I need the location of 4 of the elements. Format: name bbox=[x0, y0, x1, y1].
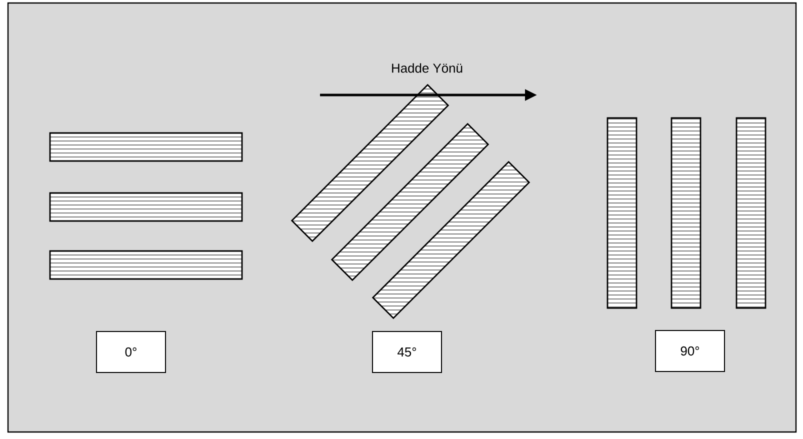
angle-box: 90° bbox=[655, 330, 725, 372]
arrow-label: Hadde Yönü bbox=[392, 63, 462, 73]
angle-box: 0° bbox=[96, 331, 166, 373]
angle-box: 45° bbox=[372, 331, 442, 373]
